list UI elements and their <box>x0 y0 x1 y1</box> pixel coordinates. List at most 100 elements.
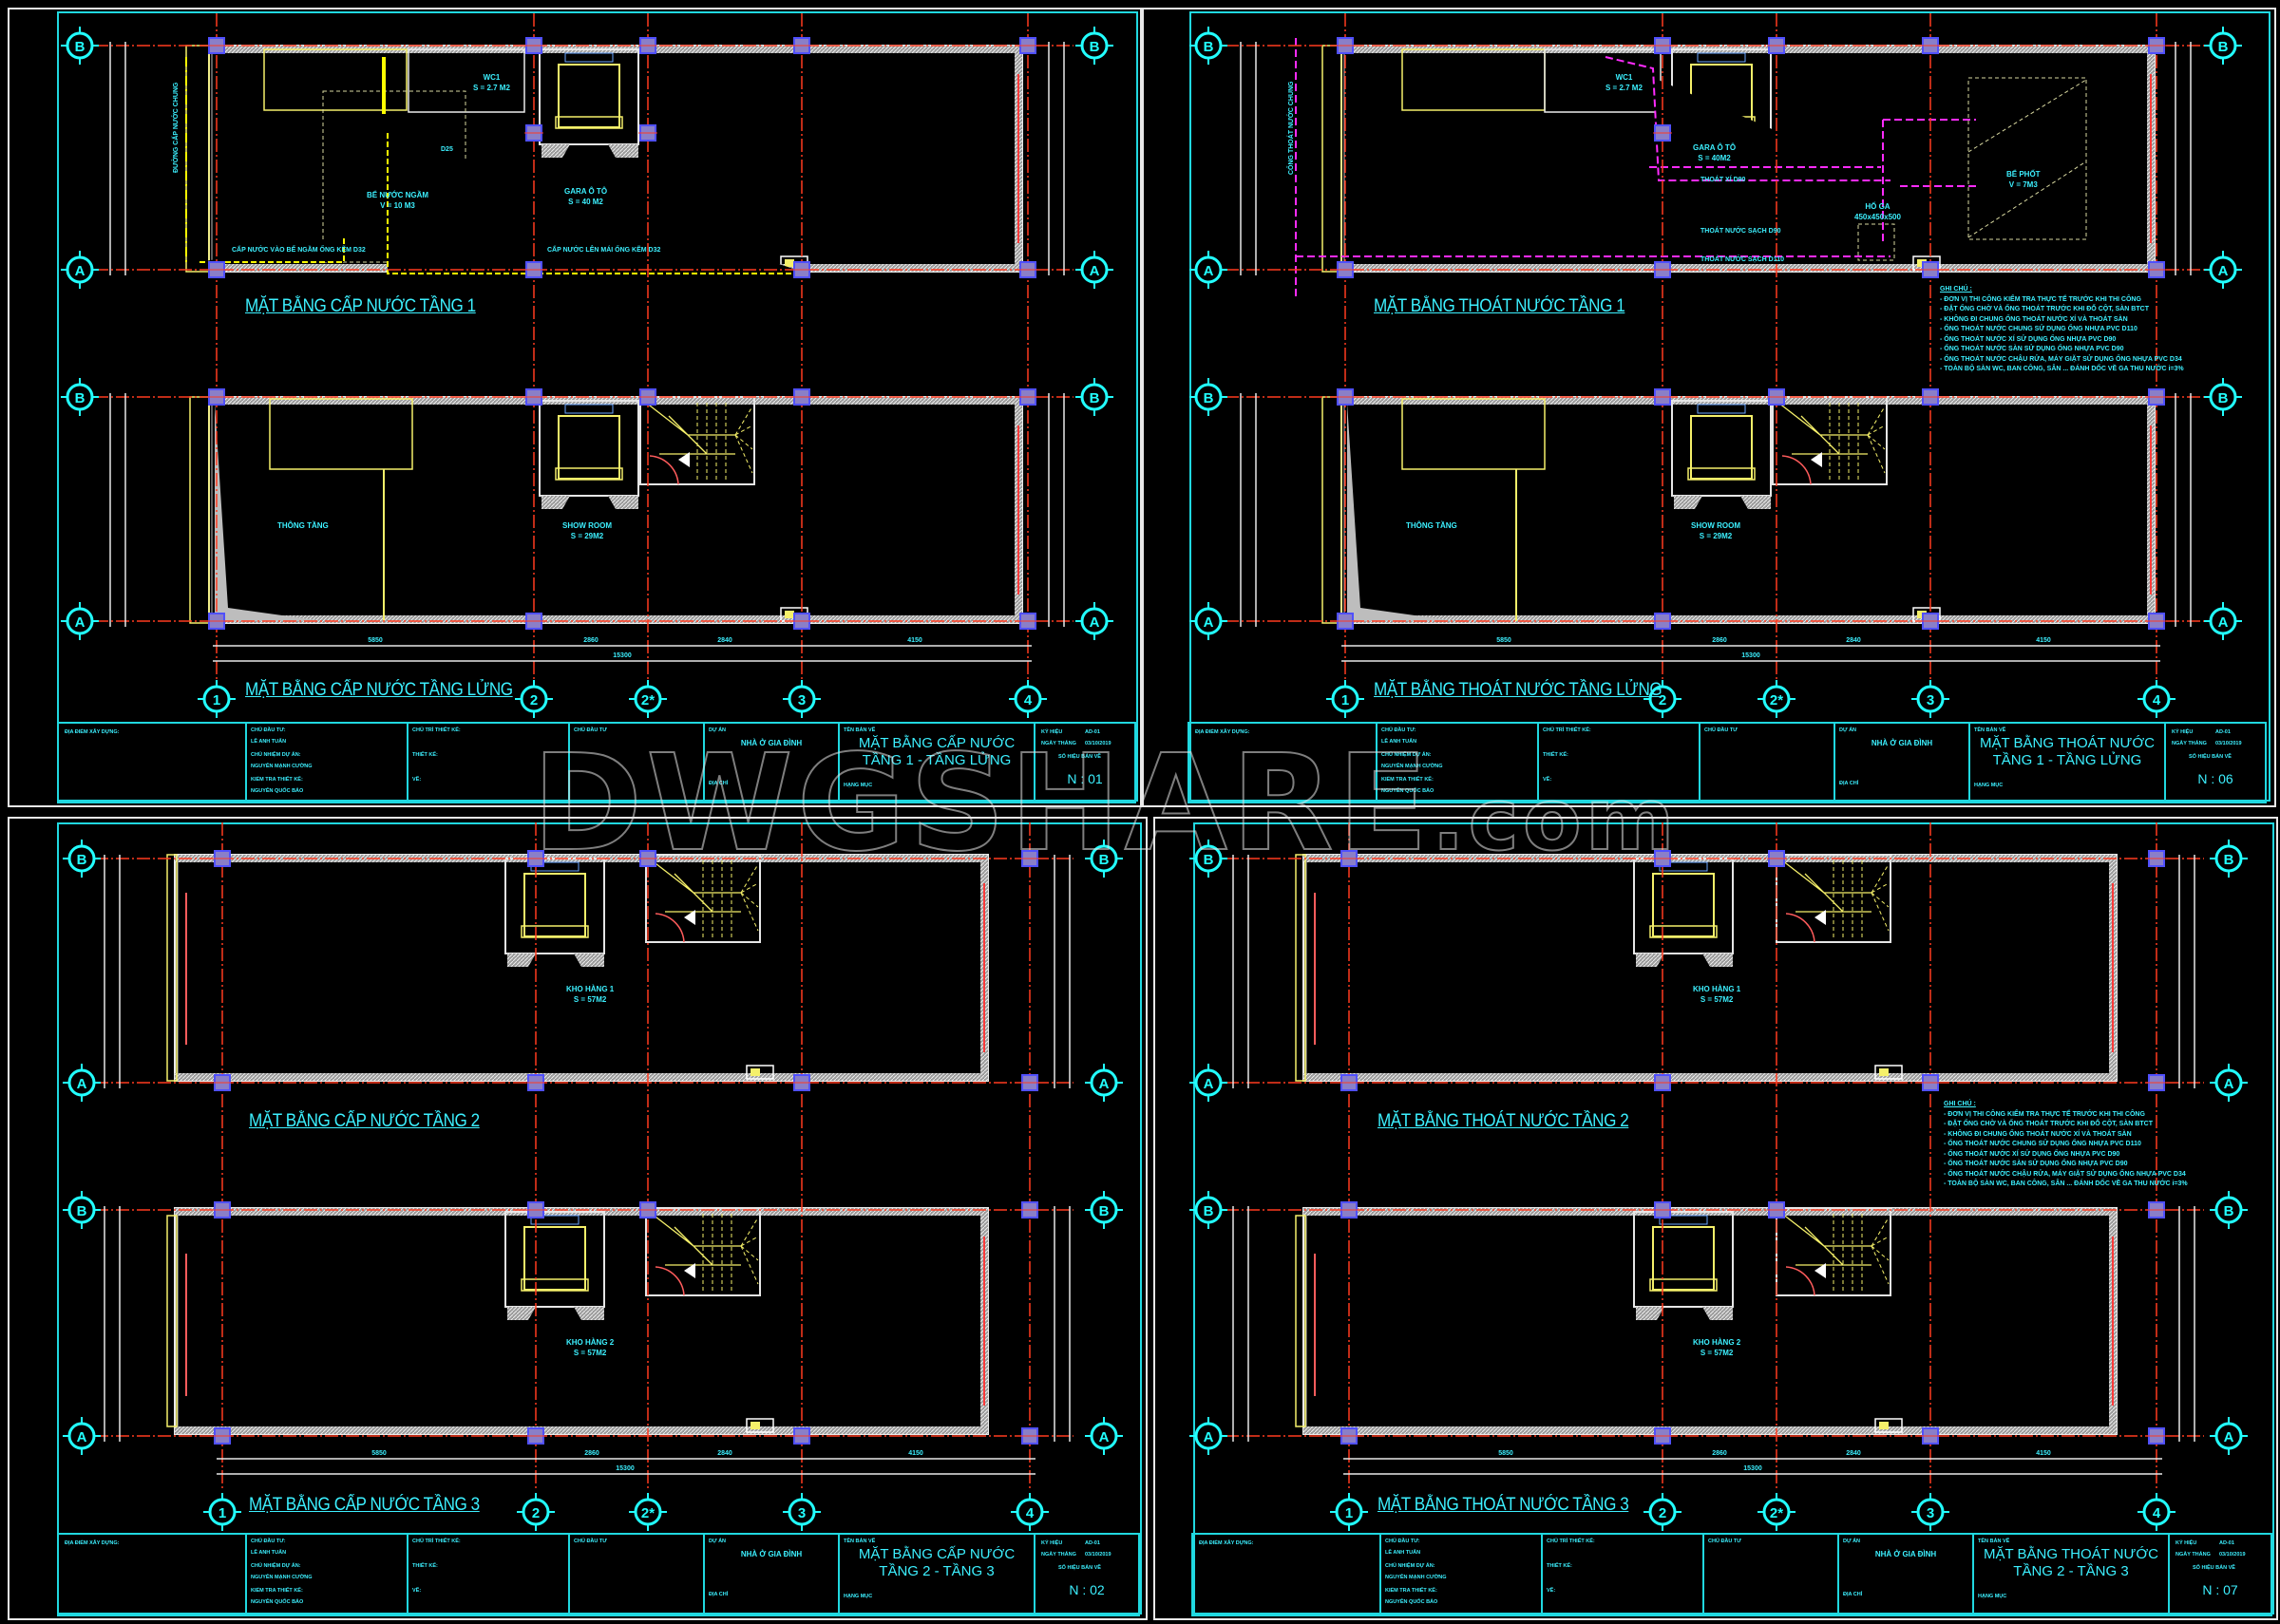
pipe-label: CỐNG THOÁT NƯỚC CHUNG <box>1288 81 1295 176</box>
svg-text:4150: 4150 <box>908 1450 923 1457</box>
plan-title: MẶT BẰNG THOÁT NƯỚC TẦNG 2 <box>1378 1111 1629 1131</box>
svg-text:15300: 15300 <box>1741 652 1760 659</box>
svg-text:B: B <box>2224 852 2234 868</box>
svg-text:2840: 2840 <box>717 637 732 644</box>
svg-text:1: 1 <box>213 692 220 708</box>
pipe-label: THOÁT XÍ D90 <box>1700 177 1746 183</box>
svg-text:2*: 2* <box>1770 692 1783 708</box>
svg-text:2*: 2* <box>641 692 655 708</box>
svg-text:3: 3 <box>798 1505 806 1521</box>
svg-text:A: A <box>75 263 86 279</box>
svg-text:B: B <box>1204 390 1214 406</box>
svg-text:2*: 2* <box>1770 1505 1783 1521</box>
plan-supply-mezzanine <box>189 396 1023 624</box>
room-label: THÔNG TẦNG <box>1406 521 1457 530</box>
pipe-label: CẤP NƯỚC VÀO BỂ NGẦM ỐNG KẼM D32 <box>232 247 366 254</box>
svg-text:15300: 15300 <box>1743 1465 1762 1472</box>
svg-text:B: B <box>2218 39 2229 55</box>
watermark: DWGSHARE.com <box>531 726 1679 882</box>
svg-text:B: B <box>2218 390 2229 406</box>
svg-text:A: A <box>1099 1429 1110 1445</box>
plan-title: MẶT BẰNG CẤP NƯỚC TẦNG 3 <box>249 1495 480 1515</box>
pipe-label: ĐƯỜNG CẤP NƯỚC CHUNG <box>173 82 180 173</box>
svg-text:A: A <box>1204 614 1214 631</box>
svg-text:B: B <box>1090 39 1100 55</box>
svg-text:B: B <box>77 1203 87 1219</box>
svg-text:B: B <box>75 390 86 406</box>
svg-text:4: 4 <box>1026 1505 1035 1521</box>
svg-text:15300: 15300 <box>613 652 632 659</box>
sheet-number: N : 07 <box>2202 1582 2238 1597</box>
pipe-label: THOÁT NƯỚC SẠCH D110 <box>1700 256 1785 263</box>
plan-title: MẶT BẰNG CẤP NƯỚC TẦNG 2 <box>249 1111 480 1131</box>
pipe-label: CẤP NƯỚC LÊN MÁI ỐNG KẼM D32 <box>547 247 661 254</box>
svg-text:A: A <box>75 614 86 631</box>
svg-text:2: 2 <box>1659 692 1666 708</box>
svg-text:2: 2 <box>1659 1505 1666 1521</box>
svg-text:2*: 2* <box>641 1505 655 1521</box>
general-notes: GHI CHÚ : - ĐƠN VỊ THI CÔNG KIỂM TRA THỰ… <box>1944 1101 2188 1187</box>
svg-text:2860: 2860 <box>584 1450 599 1457</box>
svg-text:3: 3 <box>798 692 806 708</box>
drawing-sheet-drain-floor2-3 <box>1153 817 2278 1620</box>
title-block: ĐỊA ĐIỂM XÂY DỰNG: CHỦ ĐẦU TƯ: LÊ ANH TU… <box>57 722 1136 803</box>
plan-supply-floor2 <box>166 854 989 1082</box>
sheet-border <box>1193 822 2274 1615</box>
svg-text:2: 2 <box>532 1505 540 1521</box>
svg-text:5850: 5850 <box>371 1450 387 1457</box>
room-label: THÔNG TẦNG <box>277 521 329 530</box>
svg-text:A: A <box>1204 1429 1214 1445</box>
svg-text:5850: 5850 <box>368 637 383 644</box>
svg-text:2860: 2860 <box>1712 637 1727 644</box>
svg-text:5850: 5850 <box>1496 637 1511 644</box>
sheet-border <box>57 822 1142 1615</box>
svg-text:A: A <box>1204 263 1214 279</box>
drawing-sheet-supply-floor2-3 <box>8 817 1148 1620</box>
svg-text:4: 4 <box>2153 692 2161 708</box>
plan-drain-mezzanine <box>1321 396 2156 624</box>
svg-text:2840: 2840 <box>1846 1450 1861 1457</box>
svg-text:3: 3 <box>1927 1505 1934 1521</box>
svg-text:B: B <box>2224 1203 2234 1219</box>
svg-text:A: A <box>2224 1076 2234 1092</box>
plan-drain-floor2 <box>1295 854 2118 1082</box>
svg-text:B: B <box>1204 39 1214 55</box>
plan-supply-floor3 <box>166 1207 989 1435</box>
plan-title: MẶT BẰNG CẤP NƯỚC TẦNG LỬNG <box>245 680 513 700</box>
svg-text:3: 3 <box>1927 692 1934 708</box>
pipe-label: THOÁT NƯỚC SẠCH D90 <box>1700 228 1781 235</box>
svg-text:15300: 15300 <box>616 1465 635 1472</box>
sheet-number: N : 02 <box>1069 1582 1105 1597</box>
drawing-sheet-supply-floor1-mezz <box>8 8 1142 807</box>
plan-title: MẶT BẰNG THOÁT NƯỚC TẦNG 3 <box>1378 1495 1629 1515</box>
svg-text:A: A <box>2218 263 2229 279</box>
svg-text:B: B <box>77 852 87 868</box>
plan-title: MẶT BẰNG CẤP NƯỚC TẦNG 1 <box>245 296 476 316</box>
svg-text:A: A <box>1090 263 1100 279</box>
svg-text:A: A <box>77 1429 87 1445</box>
svg-text:4150: 4150 <box>2036 1450 2051 1457</box>
plan-supply-floor1 <box>185 45 1023 274</box>
svg-text:4150: 4150 <box>2036 637 2051 644</box>
svg-text:4150: 4150 <box>907 637 922 644</box>
svg-text:1: 1 <box>218 1505 226 1521</box>
svg-text:2840: 2840 <box>717 1450 732 1457</box>
svg-text:A: A <box>2224 1429 2234 1445</box>
svg-text:2860: 2860 <box>1712 1450 1727 1457</box>
general-notes: GHI CHÚ : - ĐƠN VỊ THI CÔNG KIỂM TRA THỰ… <box>1940 286 2184 372</box>
svg-text:B: B <box>1099 1203 1110 1219</box>
svg-text:1: 1 <box>1341 692 1349 708</box>
pipe-label: D25 <box>441 146 453 153</box>
